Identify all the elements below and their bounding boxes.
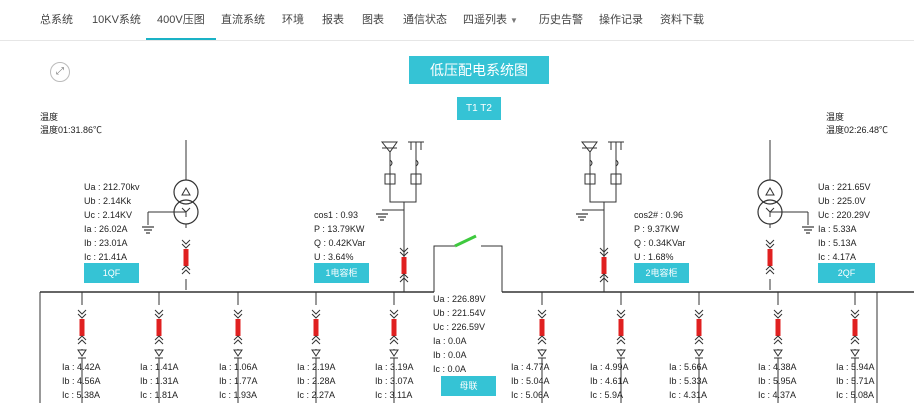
feeder-2-ia: Ia : 1.41A <box>140 362 179 372</box>
tab-reports[interactable]: 报表 <box>322 14 344 26</box>
temp-left-label: 温度 <box>40 112 59 122</box>
xfmr-right-uc: Uc : 220.29V <box>818 210 871 220</box>
bus-tie-ic: Ic : 0.0A <box>433 364 467 374</box>
feeder-5-ic: Ic : 3.11A <box>375 390 413 400</box>
temp-left-value: 温度01:31.86℃ <box>40 125 103 135</box>
feeder-1-ic: Ic : 5.38A <box>62 390 101 400</box>
xfmr-left-ub: Ub : 2.14Kk <box>84 196 132 206</box>
cap-left-cos: cos1 : 0.93 <box>314 210 359 220</box>
feeder-4-ic: Ic : 2.27A <box>297 390 336 400</box>
tab-comm-status[interactable]: 通信状态 <box>403 14 447 26</box>
feeder-6-ia: Ia : 4.77A <box>511 362 550 372</box>
cap-right-p: P : 9.37KW <box>634 224 680 234</box>
xfmr-right-ua: Ua : 221.65V <box>818 182 871 192</box>
feeder-7-ib: Ib : 4.61A <box>590 376 629 386</box>
tab-dc-system[interactable]: 直流系统 <box>221 14 265 26</box>
bus-tie-ia: Ia : 0.0A <box>433 336 467 346</box>
bus-tie-button[interactable]: 母联 <box>441 376 496 396</box>
feeder-4-ib: Ib : 2.28A <box>297 376 336 386</box>
feeder-10-ic: Ic : 5.08A <box>836 390 875 400</box>
cap-right-u: U : 1.68% <box>634 252 674 262</box>
feeder-2-ic: Ic : 1.81A <box>140 390 179 400</box>
xfmr-left-ib: Ib : 23.01A <box>84 238 128 248</box>
feeder-8-ib: Ib : 5.33A <box>669 376 708 386</box>
tab-downloads[interactable]: 资料下载 <box>660 14 704 26</box>
feeder-9-ic: Ic : 4.37A <box>758 390 797 400</box>
bus-tie-uc: Uc : 226.59V <box>433 322 486 332</box>
feeder-9-ib: Ib : 5.95A <box>758 376 797 386</box>
cap-right-cos: cos2# : 0.96 <box>634 210 684 220</box>
xfmr-right-ia: Ia : 5.33A <box>818 224 857 234</box>
tab-environment[interactable]: 环境 <box>282 14 304 26</box>
feeder-9-ia: Ia : 4.38A <box>758 362 797 372</box>
feeder-8-ic: Ic : 4.31A <box>669 390 708 400</box>
feeder-6-ic: Ic : 5.06A <box>511 390 550 400</box>
feeder-6-ib: Ib : 5.04A <box>511 376 550 386</box>
chevron-down-icon: ▼ <box>510 16 518 25</box>
feeder-5-ia: Ia : 3.19A <box>375 362 414 372</box>
cap-left-q: Q : 0.42KVar <box>314 238 366 248</box>
feeder-4-ia: Ia : 2.19A <box>297 362 336 372</box>
feeder-2-ib: Ib : 1.31A <box>140 376 179 386</box>
tab-10kv-system[interactable]: 10KV系统 <box>92 14 141 26</box>
tab-total-system[interactable]: 总系统 <box>40 14 73 26</box>
tab-four-remote-list[interactable]: 四遥列表▼ <box>463 0 518 38</box>
page-title: 低压配电系统图 <box>409 56 549 84</box>
xfmr-right-ic: Ic : 4.17A <box>818 252 857 262</box>
cap-right-q: Q : 0.34KVar <box>634 238 686 248</box>
tab-400v-diagram[interactable]: 400V压图 <box>146 0 216 40</box>
2qf-button[interactable]: 2QF <box>818 263 875 283</box>
xfmr-right-ub: Ub : 225.0V <box>818 196 866 206</box>
feeder-10-ib: Ib : 5.71A <box>836 376 875 386</box>
bus-tie-ua: Ua : 226.89V <box>433 294 486 304</box>
tab-history-alarm[interactable]: 历史告警 <box>539 14 583 26</box>
bus-tie-ub: Ub : 221.54V <box>433 308 486 318</box>
1-capacitor-cabinet-button[interactable]: 1电容柜 <box>314 263 369 283</box>
feeder-3-ic: Ic : 1.93A <box>219 390 258 400</box>
tab-operation-log[interactable]: 操作记录 <box>599 14 643 26</box>
2-capacitor-cabinet-button[interactable]: 2电容柜 <box>634 263 689 283</box>
1qf-button[interactable]: 1QF <box>84 263 139 283</box>
temp-right-value: 温度02:26.48℃ <box>826 125 889 135</box>
tab-four-remote-label: 四遥列表 <box>463 14 507 26</box>
cap-left-u: U : 3.64% <box>314 252 354 262</box>
xfmr-left-uc: Uc : 2.14KV <box>84 210 133 220</box>
temp-right-label: 温度 <box>826 112 845 122</box>
feeder-5-ib: Ib : 3.07A <box>375 376 414 386</box>
xfmr-left-ia: Ia : 26.02A <box>84 224 128 234</box>
tab-charts[interactable]: 图表 <box>362 14 384 26</box>
xfmr-left-ua: Ua : 212.70kv <box>84 182 140 192</box>
bus-tie-ib: Ib : 0.0A <box>433 350 467 360</box>
feeder-7-ic: Ic : 5.9A <box>590 390 624 400</box>
xfmr-right-ib: Ib : 5.13A <box>818 238 857 248</box>
xfmr-left-ic: Ic : 21.41A <box>84 252 128 262</box>
top-nav: 总系统 10KV系统 400V压图 直流系统 环境 报表 图表 通信状态 四遥列… <box>0 0 914 41</box>
cap-left-p: P : 13.79KW <box>314 224 365 234</box>
expand-icon[interactable]: ⤢ <box>50 62 70 82</box>
feeder-8-ia: Ia : 5.66A <box>669 362 708 372</box>
feeder-1-ib: Ib : 4.56A <box>62 376 101 386</box>
feeder-7-ia: Ia : 4.99A <box>590 362 629 372</box>
feeder-3-ib: Ib : 1.77A <box>219 376 258 386</box>
t1-t2-button[interactable]: T1 T2 <box>457 97 501 120</box>
feeder-1-ia: Ia : 4.42A <box>62 362 101 372</box>
feeder-3-ia: Ia : 1.06A <box>219 362 258 372</box>
feeder-10-ia: Ia : 5.94A <box>836 362 875 372</box>
